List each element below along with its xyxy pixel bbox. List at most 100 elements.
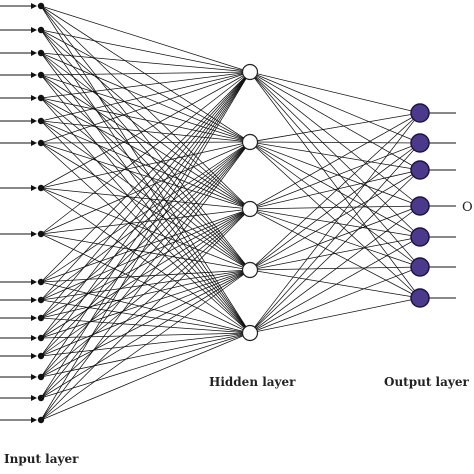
edge-hidden-output (249, 236, 421, 271)
output-layer-label: Output layer (384, 375, 469, 389)
edge-input-hidden (40, 97, 251, 271)
edge-input-hidden (40, 141, 251, 144)
edge-hidden-output (249, 141, 421, 268)
edge-input-hidden (40, 208, 251, 378)
edge-hidden-output (249, 169, 421, 271)
edge-hidden-output (249, 205, 421, 334)
edge-input-hidden (40, 269, 251, 283)
input-node (37, 71, 45, 79)
hidden-layer-nodes (241, 63, 259, 342)
edge-input-hidden (40, 52, 251, 143)
edge-input-hidden (40, 97, 251, 143)
edge-input-hidden (40, 5, 251, 73)
edge-input-hidden (40, 187, 251, 271)
edge-input-hidden (40, 187, 251, 334)
input-node (37, 230, 45, 238)
input-node (37, 314, 45, 322)
edge-hidden-output (249, 141, 421, 171)
edge-input-hidden (40, 97, 251, 210)
edge-input-hidden (40, 142, 251, 271)
edge-input-hidden (40, 233, 251, 334)
output-node (410, 133, 430, 153)
edge-input-hidden (40, 71, 251, 357)
input-arrow-head (31, 95, 37, 101)
input-node (37, 334, 45, 342)
edge-hidden-output (249, 141, 421, 207)
edge-input-hidden (40, 71, 251, 283)
input-arrow-head (31, 72, 37, 78)
input-arrow-head (31, 3, 37, 9)
input-layer-label: Input layer (4, 452, 79, 466)
input-node (37, 117, 45, 125)
edge-hidden-output (249, 142, 421, 334)
edge-input-hidden (40, 71, 251, 76)
edge-hidden-output (249, 142, 421, 210)
edge-input-hidden (40, 29, 251, 210)
edge-hidden-output (249, 112, 421, 271)
edge-input-hidden (40, 281, 251, 334)
edge-input-hidden (40, 74, 251, 143)
edge-hidden-output (249, 142, 421, 271)
edge-input-hidden (40, 208, 251, 421)
edge-input-hidden (40, 74, 251, 210)
edge-input-hidden (40, 141, 251, 301)
edge-input-hidden (40, 141, 251, 189)
input-node (37, 94, 45, 102)
input-arrow-head (31, 353, 37, 359)
edge-input-hidden (40, 5, 251, 271)
edge-input-hidden (40, 332, 251, 339)
edge-input-hidden (40, 71, 251, 122)
edge-hidden-output (249, 112, 421, 210)
edge-hidden-output (249, 169, 421, 334)
input-layer-nodes (37, 2, 45, 424)
edge-input-hidden (40, 120, 251, 334)
input-node (37, 416, 45, 424)
input-arrow-head (31, 185, 37, 191)
edge-input-hidden (40, 141, 251, 421)
edge-input-hidden (40, 141, 251, 378)
edge-input-hidden (40, 269, 251, 378)
edge-hidden-output (249, 71, 421, 207)
edge-hidden-output (249, 71, 421, 238)
edge-input-hidden (40, 52, 251, 210)
edge-input-hidden (40, 269, 251, 319)
edge-input-hidden (40, 5, 251, 334)
edge-hidden-output (249, 169, 421, 210)
edge-input-hidden (40, 141, 251, 399)
input-arrow-head (31, 315, 37, 321)
input-arrow-head (31, 279, 37, 285)
edge-input-hidden (40, 208, 251, 319)
edge-input-hidden (40, 142, 251, 334)
edge-input-hidden (40, 74, 251, 271)
edge-input-hidden (40, 120, 251, 143)
input-arrow-head (31, 231, 37, 237)
edge-hidden-output (249, 269, 421, 299)
output-node (410, 160, 430, 180)
edge-input-hidden (40, 29, 251, 271)
input-node (37, 278, 45, 286)
edge-input-hidden (40, 332, 251, 421)
edge-input-hidden (40, 71, 251, 99)
output-node (410, 288, 430, 308)
edge-input-hidden (40, 269, 251, 421)
input-arrow-head (31, 374, 37, 380)
input-arrow-head (31, 335, 37, 341)
edge-input-hidden (40, 208, 251, 357)
edge-hidden-output (249, 71, 421, 114)
edge-input-hidden (40, 208, 251, 399)
input-arrow-head (31, 395, 37, 401)
edge-hidden-output (249, 112, 421, 143)
edge-hidden-output (249, 112, 421, 334)
edge-hidden-output (249, 236, 421, 334)
edge-input-hidden (40, 332, 251, 399)
edge-hidden-output (249, 266, 421, 271)
output-node (410, 103, 430, 123)
input-node (37, 373, 45, 381)
edge-input-hidden (40, 141, 251, 339)
edge-input-hidden (40, 141, 251, 235)
input-node (37, 49, 45, 57)
input-node (37, 139, 45, 147)
edge-hidden-output (249, 266, 421, 334)
edge-input-hidden (40, 208, 251, 235)
